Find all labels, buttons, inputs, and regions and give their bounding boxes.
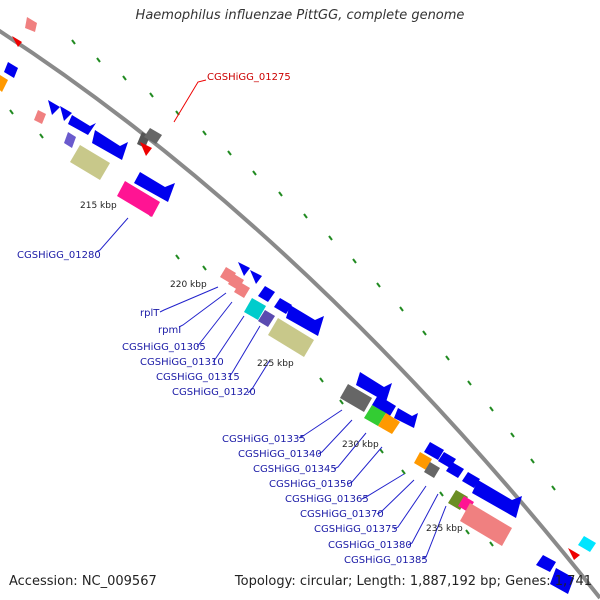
gene-label: CGSHiGG_01335 bbox=[222, 434, 306, 445]
accession-label: Accession: NC_009567 bbox=[9, 574, 157, 589]
tick-label: 225 kbp bbox=[257, 359, 294, 369]
genome-backbone bbox=[0, 28, 600, 600]
gene-label: CGSHiGG_01320 bbox=[172, 387, 256, 398]
label-leaders bbox=[95, 79, 447, 560]
gene-label: CGSHiGG_01365 bbox=[285, 494, 369, 505]
gene-label: CGSHiGG_01275 bbox=[207, 72, 291, 83]
kbp-ticks: 215 kbp 220 kbp 225 kbp 230 kbp 235 kbp bbox=[80, 201, 463, 534]
tick-label: 220 kbp bbox=[170, 280, 207, 290]
tick-label: 235 kbp bbox=[426, 524, 463, 534]
gene-labels[interactable]: CGSHiGG_01275 CGSHiGG_01280 rplT rpmI CG… bbox=[17, 72, 428, 566]
gene-label: CGSHiGG_01375 bbox=[314, 524, 398, 535]
gene-label: CGSHiGG_01280 bbox=[17, 250, 101, 261]
gene-label: CGSHiGG_01350 bbox=[269, 479, 353, 490]
gene-label: rplT bbox=[140, 308, 160, 319]
gene-label: CGSHiGG_01345 bbox=[253, 464, 337, 475]
gene-features[interactable] bbox=[0, 17, 596, 594]
gene-label: rpmI bbox=[158, 325, 181, 336]
genome-summary: Topology: circular; Length: 1,887,192 bp… bbox=[234, 574, 592, 589]
gc-content-marks bbox=[9, 39, 556, 547]
gene-label: CGSHiGG_01315 bbox=[156, 372, 240, 383]
gene-label: CGSHiGG_01380 bbox=[328, 540, 412, 551]
gene-label: CGSHiGG_01305 bbox=[122, 342, 206, 353]
gene-label: CGSHiGG_01310 bbox=[140, 357, 224, 368]
map-title: Haemophilus influenzae PittGG, complete … bbox=[135, 8, 465, 23]
gene-label: CGSHiGG_01385 bbox=[344, 555, 428, 566]
tick-label: 215 kbp bbox=[80, 201, 117, 211]
gene-label: CGSHiGG_01340 bbox=[238, 449, 322, 460]
tick-label: 230 kbp bbox=[342, 440, 379, 450]
gene-label: CGSHiGG_01370 bbox=[300, 509, 384, 520]
